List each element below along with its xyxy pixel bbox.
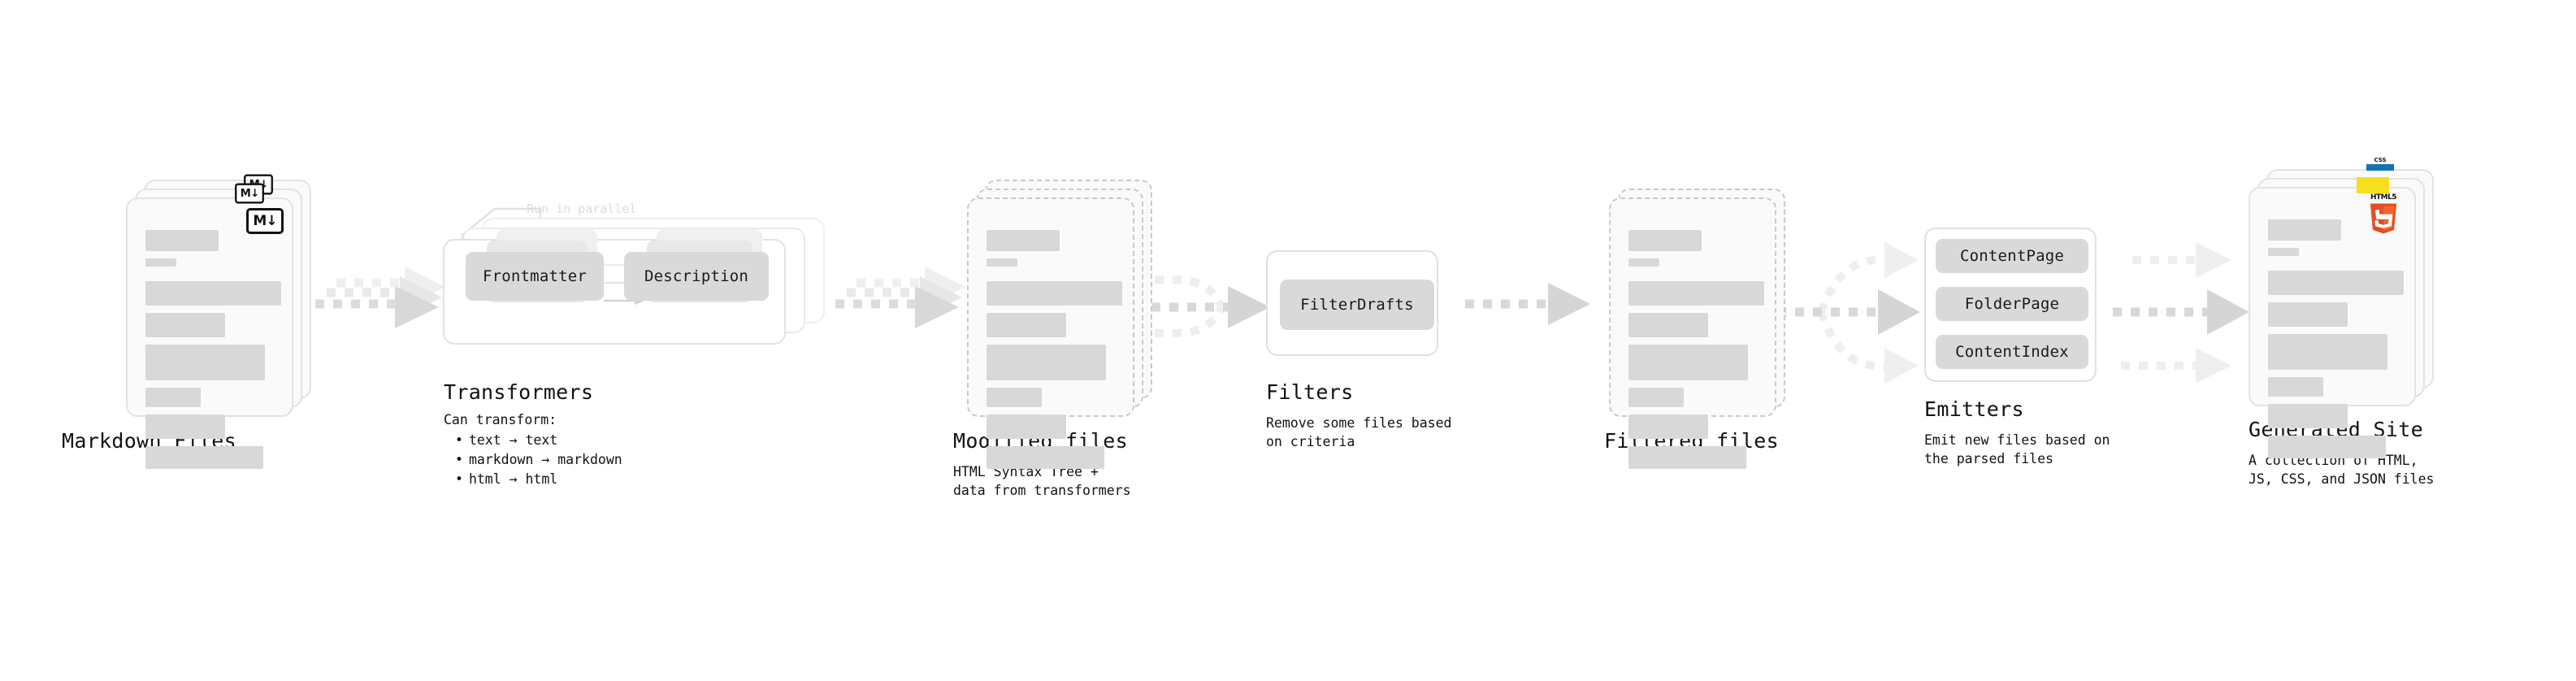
html5-icon: HTML5	[2366, 193, 2400, 234]
skeleton-bar	[2268, 404, 2348, 428]
skeleton-bar	[2268, 436, 2386, 458]
arrow-modified-to-filters	[1125, 244, 1280, 374]
arrow-icon	[1465, 283, 1590, 325]
stage-transformers: Run in parallel	[443, 202, 825, 349]
description-pill[interactable]: Description	[624, 252, 769, 301]
arrow-filters-to-filtered	[1459, 270, 1605, 359]
skeleton-bar	[145, 414, 225, 439]
skeleton-bar	[145, 281, 281, 306]
markdown-icon: M↓	[246, 208, 284, 234]
skeleton-bar	[1628, 414, 1708, 439]
skeleton-bar	[1628, 446, 1746, 469]
skeleton-bar	[987, 230, 1060, 251]
skeleton-bar	[1628, 345, 1748, 380]
skeleton-bar	[145, 345, 265, 380]
file-skeleton	[145, 230, 281, 476]
content-index-pill[interactable]: ContentIndex	[1936, 335, 2088, 369]
caption-transformers: Transformers	[444, 380, 594, 404]
skeleton-bar	[145, 258, 176, 267]
caption-filters: Filters	[1266, 380, 1354, 404]
content-page-pill[interactable]: ContentPage	[1936, 239, 2088, 273]
html5-shield-icon	[2370, 203, 2397, 234]
skeleton-bar	[2268, 248, 2299, 256]
js-icon	[2357, 177, 2389, 193]
arrow-triple-icon	[2113, 242, 2249, 384]
frontmatter-pill[interactable]: Frontmatter	[466, 252, 604, 301]
skeleton-bar	[2268, 377, 2323, 397]
description-modified-files: HTML Syntax Tree + data from transformer…	[953, 464, 1131, 499]
html5-icon-label: HTML5	[2370, 193, 2397, 202]
description-filters: Remove some files based on criteria	[1266, 415, 1452, 450]
emitters-group: ContentPage FolderPage ContentIndex	[1924, 228, 2097, 382]
markdown-icon-mid: M↓	[231, 180, 268, 206]
list-item: text → text	[455, 431, 622, 450]
arrow-filtered-to-emitters	[1776, 228, 1938, 390]
skeleton-bar	[2268, 219, 2341, 241]
skeleton-bar	[2268, 302, 2348, 327]
skeleton-bar	[987, 258, 1017, 267]
skeleton-bar	[1628, 281, 1764, 306]
skeleton-bar	[145, 388, 201, 407]
list-item: html → html	[455, 470, 622, 489]
skeleton-bar	[1628, 313, 1708, 337]
css3-icon: CSS	[2366, 157, 2394, 171]
skeleton-bar	[2268, 271, 2404, 295]
skeleton-bar	[1628, 258, 1659, 267]
skeleton-bar	[987, 446, 1104, 469]
caption-emitters: Emitters	[1924, 397, 2024, 421]
skeleton-bar	[987, 345, 1106, 380]
skeleton-bar	[145, 230, 219, 251]
annotation-run-in-parallel: Run in parallel	[527, 202, 637, 216]
skeleton-bar	[987, 281, 1122, 306]
skeleton-bar	[1628, 388, 1684, 407]
list-heading: Can transform:	[444, 412, 557, 427]
list-item: markdown → markdown	[455, 450, 622, 470]
arrow-emitters-to-site	[2105, 228, 2267, 390]
skeleton-bar	[987, 388, 1042, 407]
arrow-markdown-to-transformers	[301, 260, 479, 366]
description-emitters: Emit new files based on the parsed files	[1924, 432, 2110, 467]
skeleton-bar	[2268, 334, 2387, 370]
skeleton-bar	[987, 414, 1066, 439]
skeleton-bar	[1628, 230, 1702, 251]
arrow-fan-out-icon	[1777, 242, 1920, 384]
markdown-file-card-front	[126, 197, 293, 469]
file-skeleton	[987, 230, 1122, 476]
folder-page-pill[interactable]: FolderPage	[1936, 287, 2088, 321]
transformers-capability-list: Can transform: text → text markdown → ma…	[444, 410, 622, 489]
css3-icon-label: CSS	[2374, 157, 2387, 163]
arrow-transformers-to-modified	[821, 260, 1000, 366]
skeleton-bar	[145, 313, 225, 337]
filtered-file-card-front	[1609, 197, 1776, 469]
arrow-fan-in-icon	[1134, 275, 1270, 337]
filters-group: FilterDrafts	[1266, 250, 1438, 356]
skeleton-bar	[145, 446, 263, 469]
filter-drafts-pill[interactable]: FilterDrafts	[1280, 280, 1434, 330]
file-skeleton	[2268, 219, 2404, 466]
file-skeleton	[1628, 230, 1764, 476]
skeleton-bar	[987, 313, 1066, 337]
modified-file-card-front	[967, 197, 1134, 469]
arrow-stack-icon	[835, 267, 965, 328]
arrow-stack-icon	[315, 267, 445, 328]
